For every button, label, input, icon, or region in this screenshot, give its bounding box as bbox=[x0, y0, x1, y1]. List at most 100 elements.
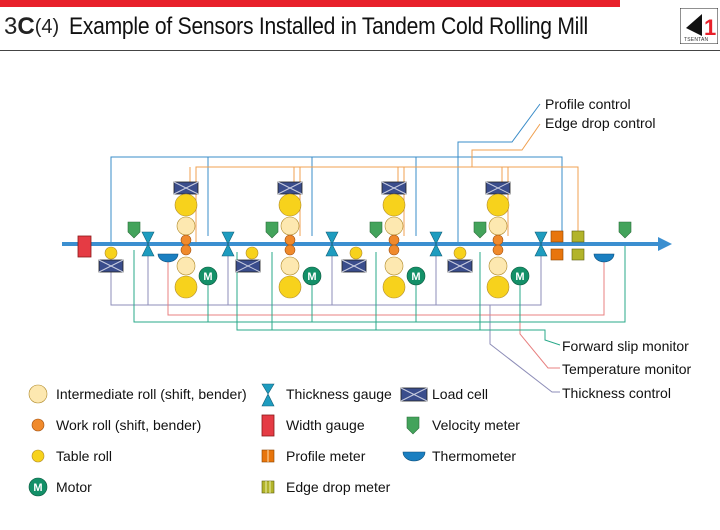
stand-3-motor-label: M bbox=[411, 271, 420, 283]
legend-thermometer-label: Thermometer bbox=[432, 448, 517, 464]
stand-2-intermediate-roll-bottom bbox=[280, 256, 300, 276]
title-code-sub: (4) bbox=[34, 15, 60, 38]
velocity-meter bbox=[127, 221, 141, 239]
stand-4-work-roll-bottom bbox=[492, 244, 504, 256]
stand-1-work-roll-bottom bbox=[180, 244, 192, 256]
forward-slip-monitor-line bbox=[133, 244, 626, 323]
stand-4-work-roll-top bbox=[492, 234, 504, 246]
stand-4-motor-label: M bbox=[515, 271, 524, 283]
legend-width-gauge-icon bbox=[261, 414, 275, 437]
stand-4-intermediate-roll-top bbox=[488, 216, 508, 236]
stand-1-motor-label: M bbox=[203, 271, 212, 283]
legend-thermometer-icon bbox=[402, 451, 426, 462]
interstand-1-table-roll bbox=[245, 246, 259, 260]
legend-load-cell-mark bbox=[400, 387, 428, 402]
stand-2-motor bbox=[302, 266, 322, 286]
edge-drop-meter bbox=[571, 248, 585, 261]
stand-1-work-roll-top bbox=[180, 234, 192, 246]
stand-3-work-roll-top bbox=[388, 234, 400, 246]
interstand-1-thickness-gauge bbox=[221, 231, 235, 257]
thickness-control-line bbox=[489, 305, 560, 393]
strip-line bbox=[62, 237, 672, 251]
load-cell-mark bbox=[98, 259, 124, 273]
logo-text: TSENTAN bbox=[684, 37, 709, 43]
legend-motor-label: Motor bbox=[56, 479, 92, 495]
interstand-2-thickness-gauge bbox=[325, 231, 339, 257]
legend-edge-drop-meter-label: Edge drop meter bbox=[286, 479, 391, 495]
stand-1-load-cell-mark bbox=[173, 181, 199, 195]
table-roll bbox=[104, 246, 118, 260]
interstand-3-load-cell-mark bbox=[447, 259, 473, 273]
stand-3-intermediate-roll-bottom bbox=[384, 256, 404, 276]
stand-3-intermediate-roll-top bbox=[384, 216, 404, 236]
interstand-3-table-roll bbox=[453, 246, 467, 260]
legend-work-roll-icon bbox=[31, 418, 45, 432]
thickness-gauge bbox=[141, 231, 155, 257]
legend-intermediate-roll-label: Intermediate roll (shift, bender) bbox=[56, 386, 247, 402]
stand-4-intermediate-roll-bottom bbox=[488, 256, 508, 276]
interstand-1-load-cell-mark bbox=[235, 259, 261, 273]
profile-control-line bbox=[110, 156, 459, 244]
legend-intermediate-roll-icon bbox=[28, 384, 48, 404]
label-edge-drop-control: Edge drop control bbox=[545, 115, 656, 131]
legend-motor-icon bbox=[28, 477, 48, 497]
interstand-3-thickness-gauge bbox=[429, 231, 443, 257]
legend-velocity-meter-icon bbox=[406, 416, 420, 435]
header-rule bbox=[0, 50, 720, 51]
title-code-letter: C bbox=[17, 13, 35, 40]
stand-2-intermediate-roll-top bbox=[280, 216, 300, 236]
legend-velocity-meter-label: Velocity meter bbox=[432, 417, 520, 433]
stand-3-work-roll-bottom bbox=[388, 244, 400, 256]
signal-lines bbox=[110, 103, 626, 393]
label-forward-slip-monitor: Forward slip monitor bbox=[562, 338, 689, 354]
temperature-monitor-line bbox=[519, 315, 560, 369]
stand-3-backup-roll-bottom bbox=[382, 275, 406, 299]
legend-work-roll-label: Work roll (shift, bender) bbox=[56, 417, 202, 433]
interstand-2-table-roll bbox=[349, 246, 363, 260]
label-temperature-monitor: Temperature monitor bbox=[562, 361, 692, 377]
stand-2-load-cell-mark bbox=[277, 181, 303, 195]
interstand-2-load-cell-mark bbox=[341, 259, 367, 273]
profile-control-line bbox=[457, 103, 541, 157]
thermometer bbox=[157, 253, 179, 263]
stand-1-backup-roll-bottom bbox=[174, 275, 198, 299]
legend-width-gauge-label: Width gauge bbox=[286, 417, 365, 433]
page-title: 3 C (4) Example of Sensors Installed in … bbox=[4, 11, 659, 43]
legend-profile-meter-label: Profile meter bbox=[286, 448, 366, 464]
interstand-3-velocity-meter bbox=[473, 221, 487, 239]
edge-drop-control-line bbox=[471, 123, 541, 167]
stand-3-motor bbox=[406, 266, 426, 286]
strip-arrow bbox=[658, 237, 672, 251]
temperature-monitor-line bbox=[167, 256, 605, 316]
stand-1-intermediate-roll-top bbox=[176, 216, 196, 236]
stand-2-work-roll-top bbox=[284, 234, 296, 246]
stand-2-backup-roll-top bbox=[278, 193, 302, 217]
exit-velocity-meter bbox=[618, 221, 632, 239]
legend-load-cell-label: Load cell bbox=[432, 386, 489, 402]
legend-edge-drop-meter-icon bbox=[261, 480, 275, 494]
label-thickness-control: Thickness control bbox=[562, 385, 671, 401]
stand-3-load-cell-mark bbox=[381, 181, 407, 195]
title-text: Example of Sensors Installed in Tandem C… bbox=[69, 13, 589, 40]
stand-4-backup-roll-top bbox=[486, 193, 510, 217]
profile-meter bbox=[550, 230, 564, 243]
title-code-number: 3 bbox=[4, 13, 18, 40]
stand-3-backup-roll-top bbox=[382, 193, 406, 217]
legend-thickness-gauge-label: Thickness gauge bbox=[286, 386, 392, 402]
profile-meter bbox=[550, 248, 564, 261]
svg-text:1: 1 bbox=[704, 15, 716, 40]
thickness-control-line bbox=[110, 252, 542, 306]
profile-control-line bbox=[458, 156, 563, 236]
stand-4-backup-roll-bottom bbox=[486, 275, 510, 299]
interstand-1-velocity-meter bbox=[265, 221, 279, 239]
forward-slip-monitor-line bbox=[236, 252, 561, 346]
stand-4-load-cell-mark bbox=[485, 181, 511, 195]
label-profile-control: Profile control bbox=[545, 96, 631, 112]
legend-thickness-gauge-icon bbox=[261, 383, 275, 407]
legend-table-roll-label: Table roll bbox=[56, 448, 113, 464]
stand-2-backup-roll-bottom bbox=[278, 275, 302, 299]
legend-motor-icon-label: M bbox=[33, 482, 42, 494]
stand-4-motor bbox=[510, 266, 530, 286]
logo-icon: 1 bbox=[680, 8, 718, 44]
